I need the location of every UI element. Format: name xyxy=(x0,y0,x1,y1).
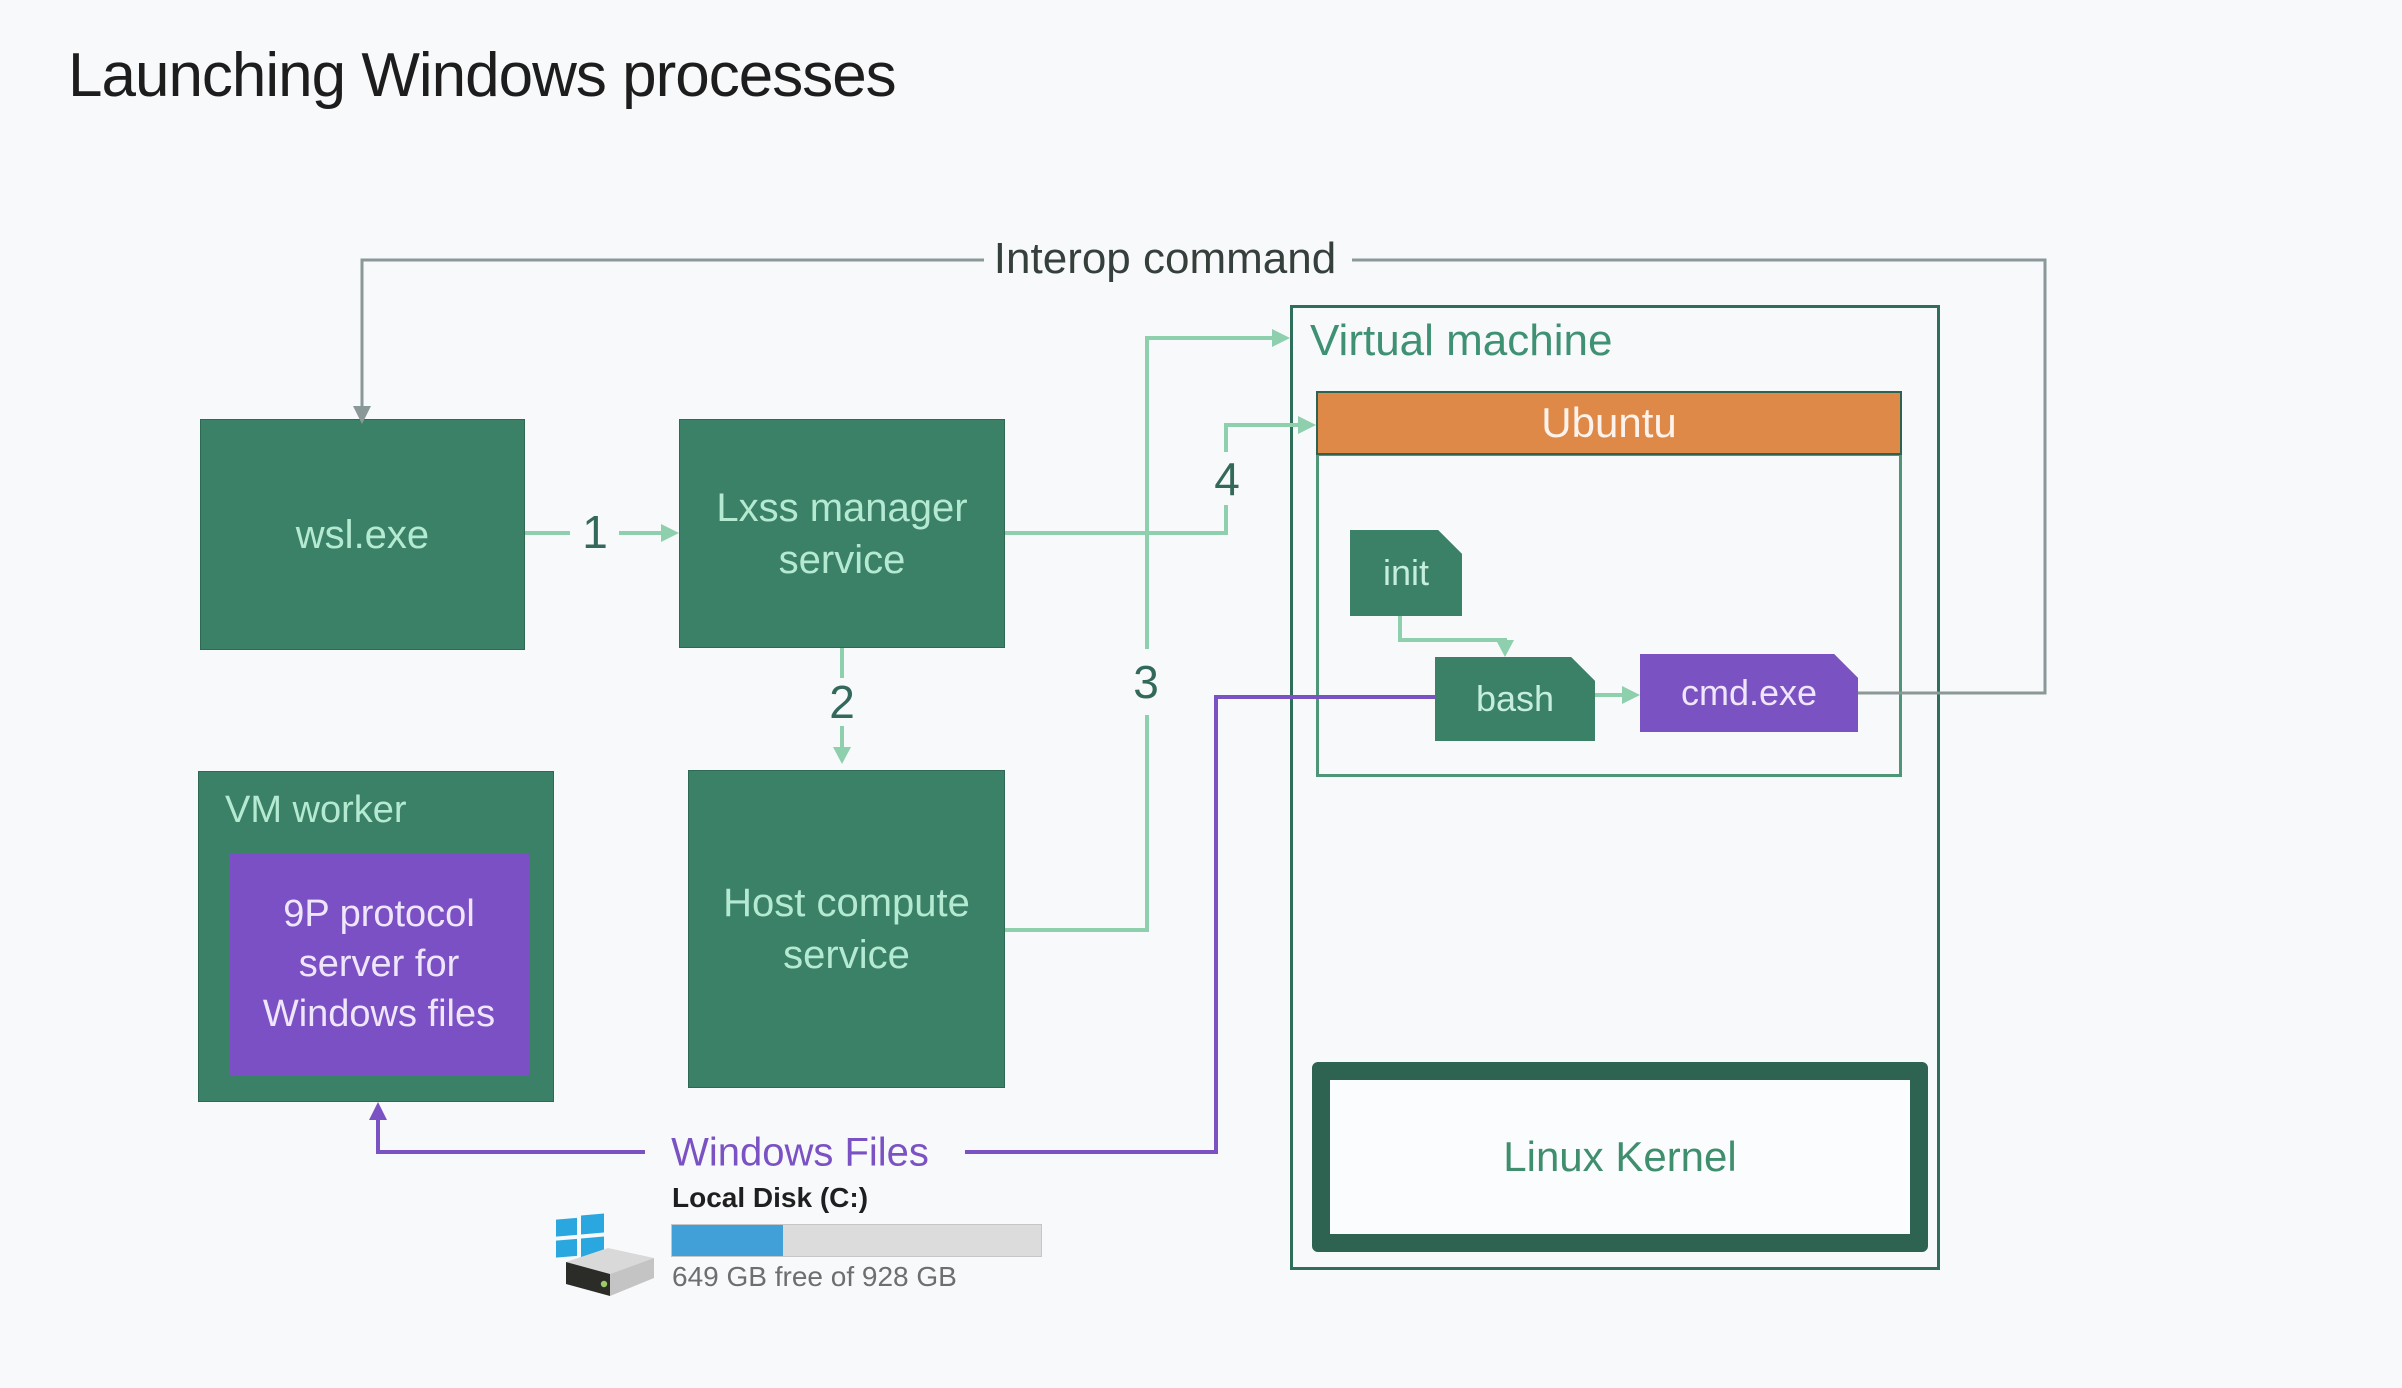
disk-usage-text: 649 GB free of 928 GB xyxy=(672,1261,957,1292)
local-disk-name: Local Disk (C:) xyxy=(672,1182,869,1213)
node-ubuntu-label: Ubuntu xyxy=(1541,399,1677,446)
node-init: init xyxy=(1350,530,1462,616)
node-ubuntu: Ubuntu xyxy=(1316,391,1902,455)
node-lxss-manager-service-label: Lxss manager service xyxy=(716,485,968,582)
node-init-label: init xyxy=(1382,552,1430,593)
node-bash-label: bash xyxy=(1475,678,1555,719)
disk-usage-bar xyxy=(671,1224,1042,1257)
windows-files-label: Windows Files xyxy=(671,1130,929,1175)
step-3-label: 3 xyxy=(1133,656,1159,708)
windows-files-arrowhead xyxy=(369,1102,387,1120)
node-bash: bash xyxy=(1435,657,1595,741)
node-wsl-exe-label: wsl.exe xyxy=(295,512,430,557)
step-1-label: 1 xyxy=(582,506,608,558)
node-host-compute-service-label: Host compute service xyxy=(723,881,970,977)
node-vm-worker-label: VM worker xyxy=(225,789,407,831)
node-cmd-exe: cmd.exe xyxy=(1640,654,1858,732)
hard-drive-icon xyxy=(566,1248,654,1296)
node-cmd-exe-label: cmd.exe xyxy=(1680,672,1818,713)
node-9p-protocol-server-label: 9P protocol server for Windows files xyxy=(262,892,496,1036)
interop-command-label: Interop command xyxy=(993,234,1337,283)
local-disk-icon xyxy=(556,1213,654,1296)
node-9p-protocol-server: 9P protocol server for Windows files xyxy=(229,853,529,1075)
virtual-machine-label: Virtual machine xyxy=(1310,316,1613,365)
step-4-label: 4 xyxy=(1214,453,1240,505)
disk-usage-fill xyxy=(672,1225,783,1256)
node-linux-kernel-label: Linux Kernel xyxy=(1503,1133,1737,1180)
node-linux-kernel: Linux Kernel xyxy=(1312,1062,1928,1252)
page-title: Launching Windows processes xyxy=(68,41,897,110)
node-wsl-exe: wsl.exe xyxy=(200,419,525,650)
node-lxss-manager-service: Lxss manager service xyxy=(679,419,1005,648)
node-vm-worker: VM worker 9P protocol server for Windows… xyxy=(198,771,554,1102)
step-2-label: 2 xyxy=(829,676,855,728)
node-host-compute-service: Host compute service xyxy=(688,770,1005,1088)
